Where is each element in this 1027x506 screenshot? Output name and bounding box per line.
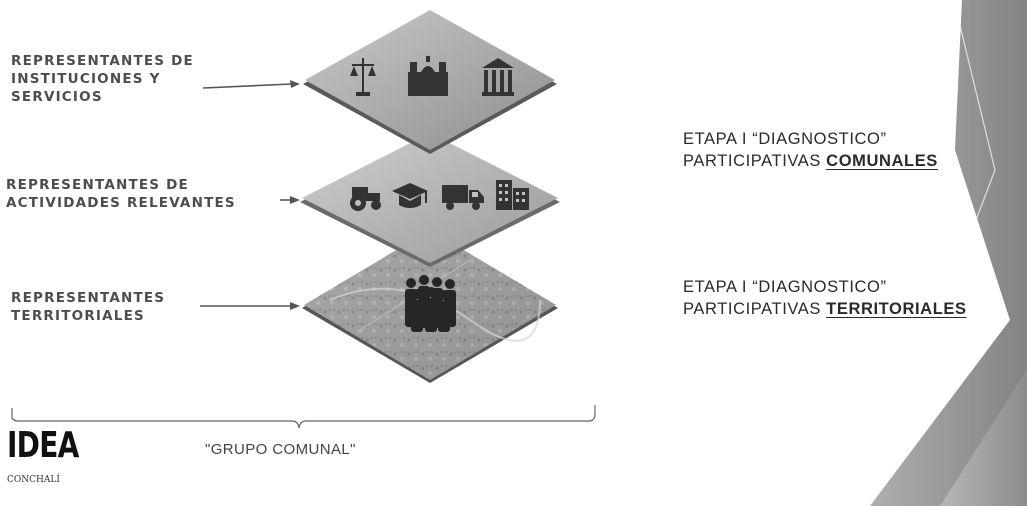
crowd-icon (405, 275, 456, 332)
label-instituciones: REPRESENTANTES DE INSTITUCIONES Y SERVIC… (11, 52, 194, 106)
label-line: REPRESENTANTES DE (11, 53, 194, 69)
courthouse-icon (482, 58, 514, 96)
label-line: TERRITORIALES (11, 308, 145, 324)
etapa-title: ETAPA I “DIAGNOSTICO” (683, 130, 887, 148)
scales-icon (350, 58, 376, 96)
office-building-icon (496, 180, 529, 210)
cathedral-icon (408, 56, 448, 96)
etapa-prefix: PARTICIPATIVAS (683, 300, 827, 318)
idea-logo: IDEA CONCHALÍ (7, 425, 99, 486)
group-bracket (11, 405, 596, 429)
etapa-comunales: ETAPA I “DIAGNOSTICO” PARTICIPATIVAS COM… (683, 128, 938, 172)
etapa-territoriales: ETAPA I “DIAGNOSTICO” PARTICIPATIVAS TER… (683, 276, 967, 320)
label-territoriales: REPRESENTANTES TERRITORIALES (11, 289, 165, 325)
label-line: ACTIVIDADES RELEVANTES (6, 195, 236, 211)
logo-text: IDEA (7, 425, 79, 466)
label-line: REPRESENTANTES (11, 290, 166, 306)
label-actividades: REPRESENTANTES DE ACTIVIDADES RELEVANTES (6, 176, 236, 212)
etapa-subtitle: PARTICIPATIVAS TERRITORIALES (683, 298, 967, 320)
arrow-actividades (280, 196, 300, 204)
truck-icon (442, 185, 484, 210)
label-line: REPRESENTANTES DE (6, 177, 189, 193)
etapa-subtitle: PARTICIPATIVAS COMUNALES (683, 150, 938, 172)
logo-subtext: CONCHALÍ (7, 475, 60, 485)
arrow-territoriales (200, 302, 300, 310)
etapa-title: ETAPA I “DIAGNOSTICO” (683, 278, 887, 296)
arrow-instituciones (202, 80, 300, 89)
etapa-emphasis: TERRITORIALES (826, 300, 967, 318)
group-label: "GRUPO COMUNAL" (205, 441, 356, 458)
label-line: SERVICIOS (11, 89, 103, 105)
tractor-icon (350, 187, 381, 211)
plane-actividades (300, 133, 560, 267)
right-decoration (869, 0, 1027, 506)
etapa-prefix: PARTICIPATIVAS (683, 152, 827, 170)
graduation-cap-icon (392, 183, 428, 208)
label-line: INSTITUCIONES Y (11, 71, 161, 87)
etapa-emphasis: COMUNALES (826, 152, 938, 170)
